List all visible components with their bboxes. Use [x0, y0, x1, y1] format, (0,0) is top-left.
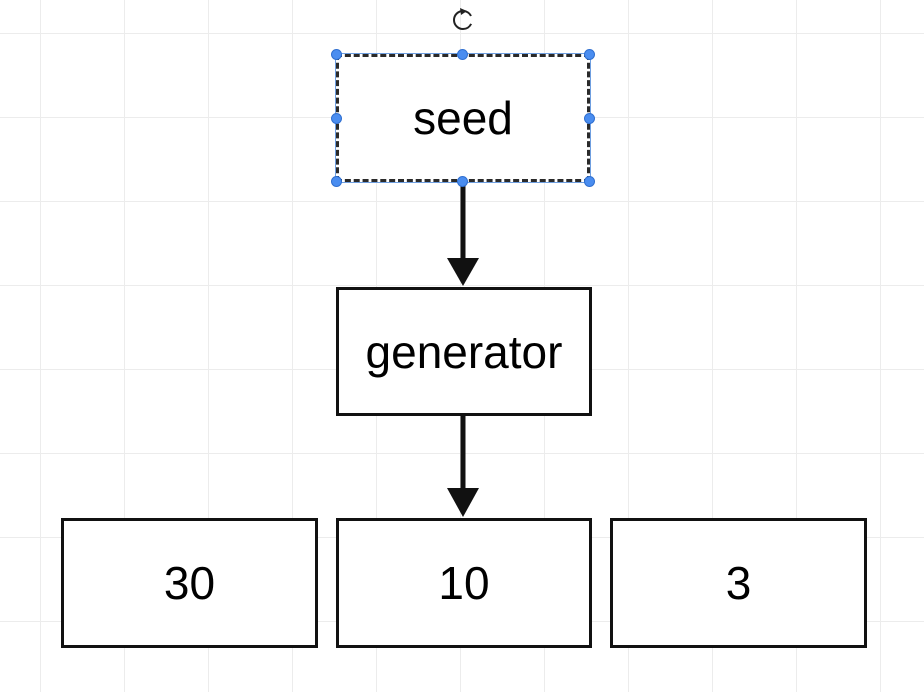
resize-handle-right[interactable]	[584, 113, 595, 124]
resize-handle-bottom-right[interactable]	[584, 176, 595, 187]
node-generator-label: generator	[365, 325, 563, 378]
node-output-label: 10	[438, 557, 490, 609]
node-seed[interactable]: seed	[335, 53, 591, 183]
node-output-label: 30	[163, 557, 216, 609]
resize-handle-left[interactable]	[331, 113, 342, 124]
node-output-label: 3	[725, 557, 752, 609]
node-output-10[interactable]: 10	[336, 518, 592, 648]
node-output-3[interactable]: 3	[610, 518, 867, 648]
resize-handle-bottom-left[interactable]	[331, 176, 342, 187]
node-generator[interactable]: generator	[336, 287, 592, 416]
node-seed-label: seed	[413, 92, 513, 144]
resize-handle-bottom[interactable]	[457, 176, 468, 187]
rotate-icon[interactable]	[450, 6, 476, 32]
resize-handle-top[interactable]	[457, 49, 468, 60]
edge-generator-10	[447, 416, 479, 517]
node-output-30[interactable]: 30	[61, 518, 318, 648]
edge-seed-generator	[447, 186, 479, 286]
resize-handle-top-right[interactable]	[584, 49, 595, 60]
resize-handle-top-left[interactable]	[331, 49, 342, 60]
